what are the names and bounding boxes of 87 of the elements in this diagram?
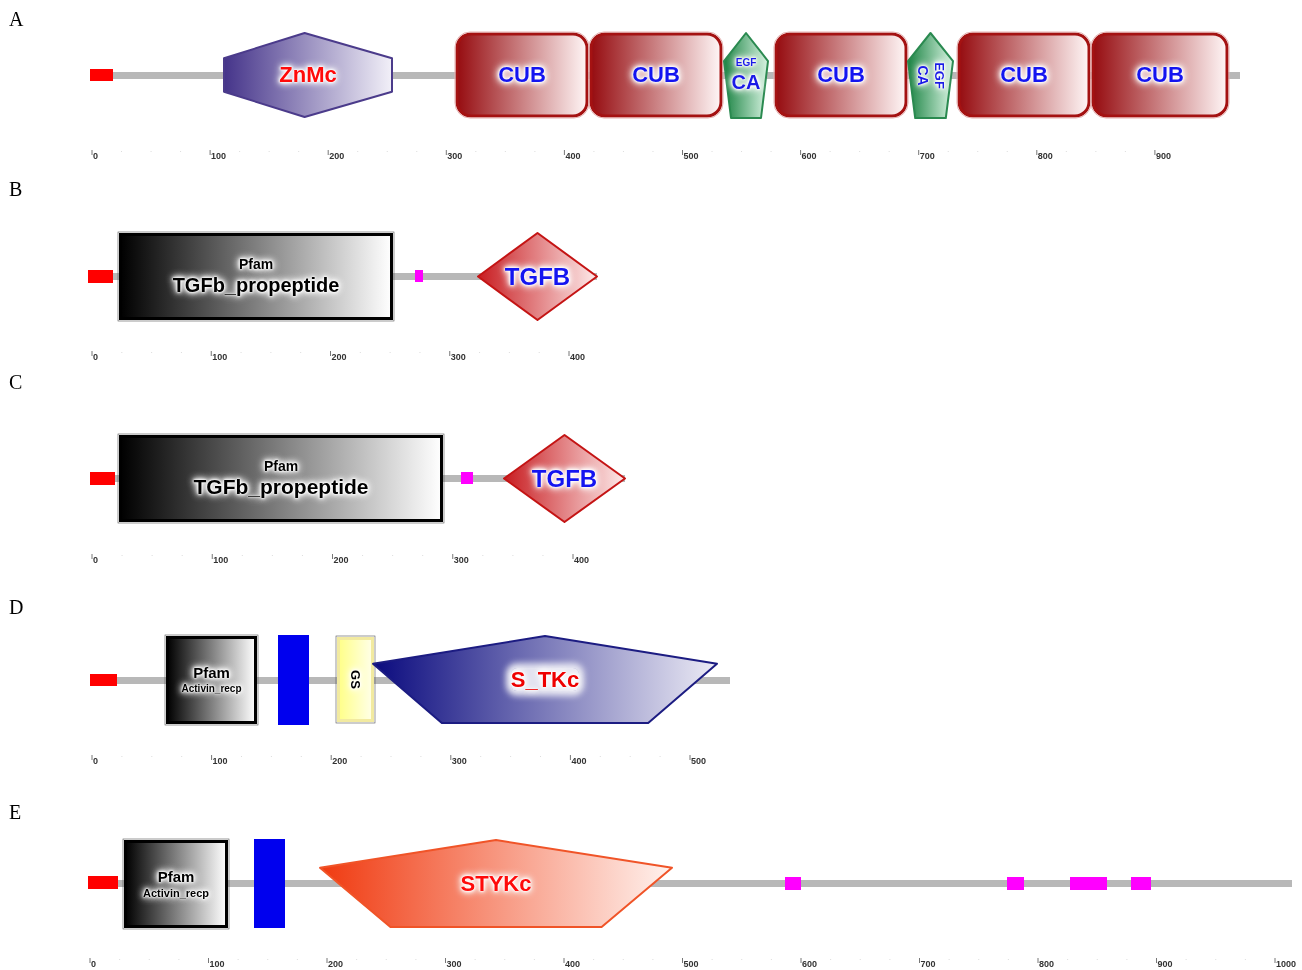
- panel-letter: A: [9, 8, 24, 31]
- tick-label: 800: [1039, 959, 1055, 969]
- tick-label: 0: [93, 151, 98, 161]
- tick-label: 100: [209, 959, 225, 969]
- tick-label: 400: [571, 756, 587, 766]
- domain-pentagon: [320, 840, 672, 927]
- source-label: Pfam: [263, 458, 299, 474]
- domain-box: [166, 636, 257, 724]
- low-complexity-bar: [1131, 877, 1151, 890]
- tick-label: 300: [453, 555, 469, 565]
- tick-label: 100: [213, 555, 229, 565]
- tick-label: 200: [331, 352, 347, 362]
- tick-label: 300: [446, 959, 462, 969]
- domain-label: CUB: [632, 63, 680, 87]
- tick-label: 300: [450, 352, 466, 362]
- domain-label: EGF: [735, 58, 757, 69]
- tick-label: 200: [332, 756, 348, 766]
- signal-peptide-bar: [90, 69, 113, 81]
- tick-label: 0: [93, 352, 98, 362]
- tick-label: 600: [802, 959, 818, 969]
- panel-letter: C: [9, 371, 23, 394]
- source-label: Pfam: [157, 868, 195, 885]
- domain-label: CUB: [817, 63, 865, 87]
- tick-label: 800: [1037, 151, 1053, 161]
- signal-peptide-bar: [90, 472, 115, 485]
- domain-label: ZnMc: [279, 63, 337, 87]
- tick-label: 200: [333, 555, 349, 565]
- tick-label: 400: [570, 352, 586, 362]
- tick-label: 0: [91, 959, 96, 969]
- domain-box: [1092, 33, 1228, 117]
- tick-label: 1000: [1276, 959, 1297, 969]
- tick-label: 300: [447, 151, 463, 161]
- tick-label: 900: [1155, 151, 1171, 161]
- transmembrane-bar: [254, 839, 285, 928]
- panel-letter: E: [9, 801, 22, 824]
- panel-letter: B: [9, 178, 23, 201]
- tick-label: 300: [451, 756, 467, 766]
- domain-label: STYKc: [460, 871, 532, 896]
- low-complexity-bar: [415, 270, 423, 282]
- tick-label: 0: [93, 756, 98, 766]
- tick-label: 100: [212, 352, 228, 362]
- domain-label: TGFB: [504, 263, 571, 290]
- domain-label: CUB: [1136, 63, 1184, 87]
- source-label: Pfam: [193, 665, 230, 682]
- domain-box: [119, 435, 443, 522]
- domain-diamond: [478, 233, 597, 320]
- source-label: Pfam: [238, 257, 274, 272]
- domain-diamond: [504, 435, 625, 522]
- tick-label: 100: [211, 151, 227, 161]
- signal-peptide-bar: [90, 674, 117, 686]
- tick-label: 600: [801, 151, 817, 161]
- domain-box: [337, 637, 374, 722]
- domain-label: GS: [348, 670, 363, 689]
- domain-label: EGF: [932, 62, 947, 89]
- low-complexity-bar: [1007, 877, 1024, 890]
- low-complexity-bar: [461, 472, 473, 484]
- domain-box: [456, 33, 588, 117]
- domain-box: [124, 840, 228, 928]
- domain-hexagon: [224, 33, 392, 117]
- domain-box: [119, 233, 393, 320]
- low-complexity-bar: [785, 877, 801, 890]
- domain-label: TGFB: [531, 465, 598, 492]
- panel-letter: D: [9, 596, 24, 619]
- tick-label: 400: [565, 151, 581, 161]
- tick-label: 500: [691, 756, 707, 766]
- tick-label: 200: [329, 151, 345, 161]
- signal-peptide-bar: [88, 876, 118, 889]
- tick-label: 500: [683, 959, 699, 969]
- low-complexity-bar: [1070, 877, 1107, 890]
- tick-label: 700: [919, 151, 935, 161]
- tick-label: 900: [1157, 959, 1173, 969]
- domain-pentagon: [373, 636, 717, 723]
- tick-label: 100: [212, 756, 228, 766]
- signal-peptide-bar: [88, 270, 113, 283]
- tick-label: 0: [93, 555, 98, 565]
- domain-label: TGFb_propeptide: [193, 476, 369, 499]
- transmembrane-bar: [278, 635, 309, 725]
- domain-label: CUB: [498, 63, 546, 87]
- domain-box: [958, 33, 1090, 117]
- tick-label: 500: [683, 151, 699, 161]
- tick-label: 700: [920, 959, 936, 969]
- domain-label: CUB: [1000, 63, 1048, 87]
- tick-label: 200: [328, 959, 344, 969]
- domain-label: CA: [731, 71, 761, 93]
- tick-label: 400: [565, 959, 581, 969]
- domain-label: CA: [914, 65, 930, 86]
- tick-label: 400: [574, 555, 590, 565]
